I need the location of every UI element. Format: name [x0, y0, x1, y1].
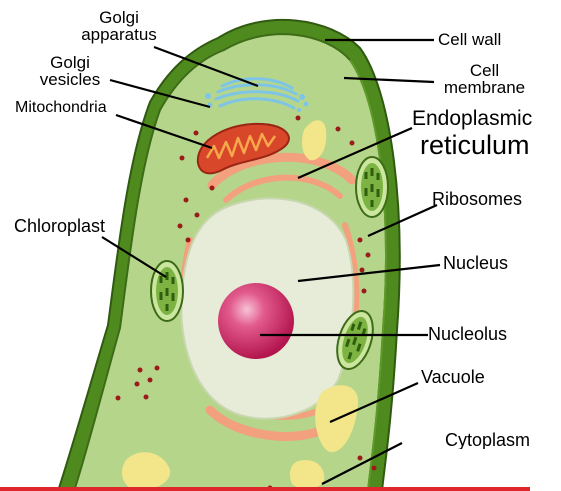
- golgi-vesicles-label-line1: Golgi: [20, 54, 120, 71]
- golgi-apparatus-label-line2: apparatus: [64, 26, 174, 43]
- chloroplast-label: Chloroplast: [14, 217, 105, 235]
- endoplasmic-reticulum-label-line1: Endoplasmic: [412, 108, 532, 129]
- golgi-vesicles-label-line2: vesicles: [20, 71, 120, 88]
- nucleus-label: Nucleus: [443, 254, 508, 272]
- cell-membrane-label: Cell membrane: [432, 62, 537, 96]
- ribosomes-label: Ribosomes: [432, 190, 522, 208]
- cytoplasm-label: Cytoplasm: [445, 431, 542, 449]
- nucleolus: [218, 283, 294, 359]
- golgi-vesicles-label: Golgi vesicles: [20, 54, 120, 88]
- chloroplast-upper-right: [356, 157, 388, 217]
- cell-wall-label: Cell wall: [438, 31, 501, 48]
- bottom-bar: [0, 487, 530, 491]
- cell-membrane-label-line1: Cell: [432, 62, 537, 79]
- cell-membrane-label-line2: membrane: [432, 79, 537, 96]
- endoplasmic-reticulum-label-line2: reticulum: [420, 132, 532, 159]
- vacuole-label: Vacuole: [421, 368, 485, 386]
- nucleolus-label: Nucleolus: [428, 325, 507, 343]
- golgi-apparatus-label: Golgi apparatus: [64, 9, 174, 43]
- golgi-apparatus-label-line1: Golgi: [64, 9, 174, 26]
- endoplasmic-reticulum-label: Endoplasmic reticulum: [412, 108, 532, 159]
- mitochondria-label: Mitochondria: [15, 100, 107, 116]
